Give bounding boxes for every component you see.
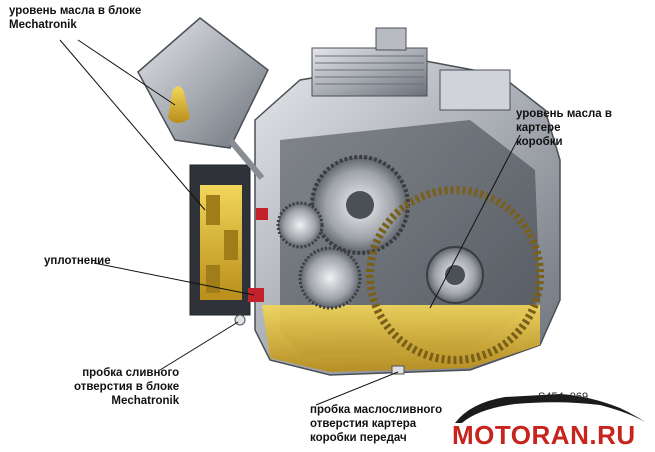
gear-set — [276, 155, 544, 364]
mechatronik-oil-inset — [137, 17, 269, 180]
seal-upper — [256, 208, 268, 220]
watermark-logo: MOTORAN.RU — [452, 420, 636, 450]
gear-left — [276, 201, 324, 249]
label-mechatronik-drain-plug: пробка сливного отверстия в блоке Mechat… — [74, 367, 180, 407]
logo-car-swoosh — [455, 394, 645, 423]
oil-cooler — [311, 27, 511, 111]
leader-lines — [59, 39, 521, 406]
differential-gear — [366, 186, 544, 364]
label-gearbox-drain-plug: пробка маслосливного отверстия картера к… — [310, 404, 443, 444]
seal — [248, 288, 264, 302]
label-mechatronik-oil-level: уровень масла в блоке Mechatronik — [9, 5, 142, 31]
mechatronik-unit — [189, 164, 251, 316]
label-seal: уплотнение — [44, 255, 111, 267]
label-gearbox-oil-level: уровень масла в картере коробки — [516, 108, 612, 148]
gearbox-drain-plug — [391, 365, 405, 375]
gear-lower — [298, 246, 362, 310]
figure-code: S454_069 — [538, 391, 589, 403]
